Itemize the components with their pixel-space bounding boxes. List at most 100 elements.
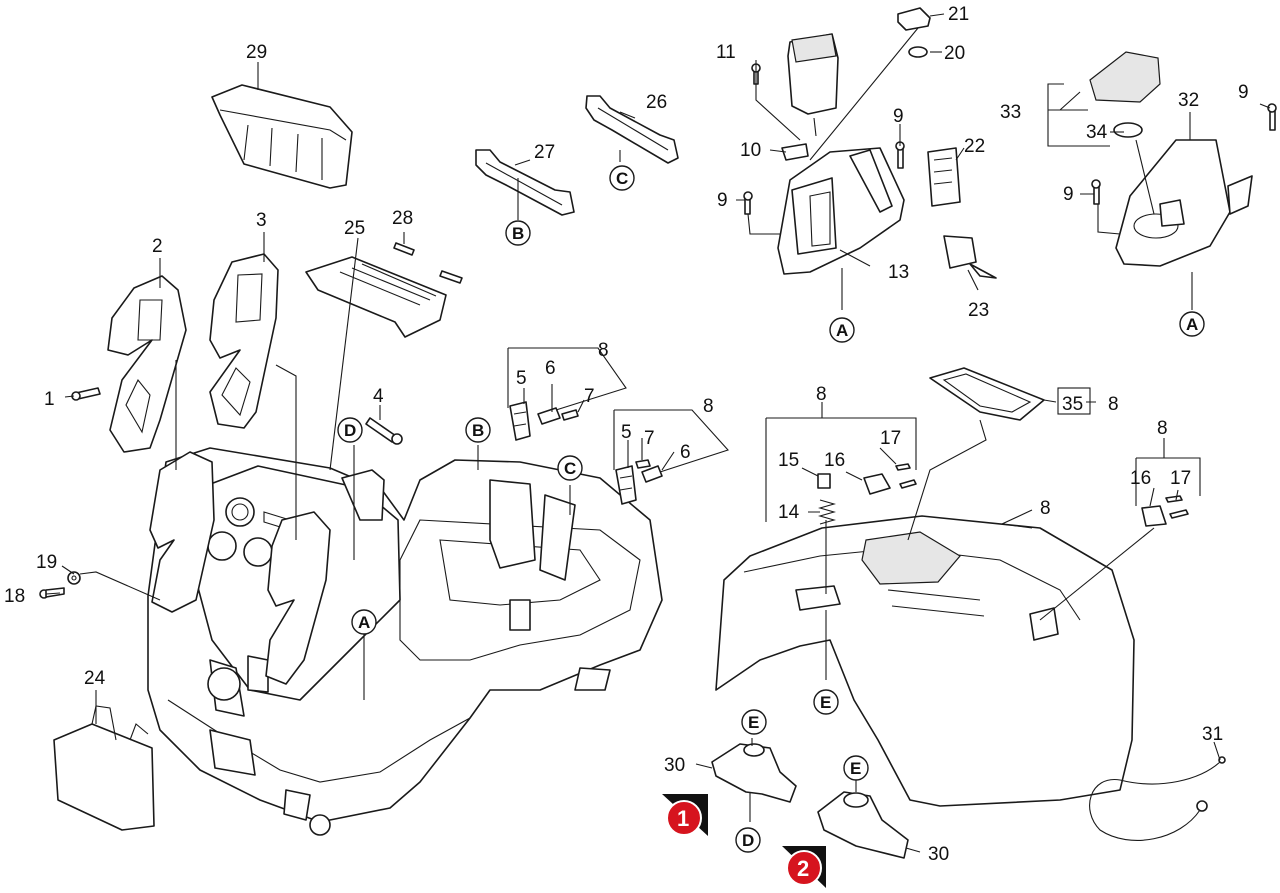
part-screw-18 xyxy=(39,587,65,599)
callout-35-boxed: 35 xyxy=(1057,387,1091,415)
variant-badge-2-label: 2 xyxy=(797,856,809,881)
callout-8-hood: 8 xyxy=(816,384,827,405)
variant-badge-2: 2 xyxy=(782,846,826,888)
part-oring-20 xyxy=(908,46,928,58)
callout-7-lower: 7 xyxy=(644,428,655,449)
part-cap-33 xyxy=(1089,51,1161,103)
callout-17-b: 17 xyxy=(1170,468,1191,489)
part-seal-10 xyxy=(781,143,809,161)
part-detergent-holder xyxy=(777,147,905,275)
callout-23: 23 xyxy=(968,300,989,321)
callout-32: 32 xyxy=(1178,90,1199,111)
callout-21: 21 xyxy=(948,4,969,25)
svg-text:C: C xyxy=(616,169,628,188)
ref-marker-a-chassis: A xyxy=(351,609,377,635)
variant-badge-1-circle xyxy=(666,800,702,836)
svg-text:A: A xyxy=(1186,315,1198,334)
part-storage-tray xyxy=(211,84,353,189)
callout-20: 20 xyxy=(944,43,965,64)
part-screws-17 xyxy=(895,463,1189,519)
callout-14: 14 xyxy=(778,502,800,523)
callout-19: 19 xyxy=(36,552,57,573)
callout-11: 11 xyxy=(716,42,736,63)
part-handle-left xyxy=(107,275,187,453)
callout-35: 35 xyxy=(1062,394,1083,415)
part-fitting-6a xyxy=(537,407,579,425)
part-cap-21 xyxy=(897,7,931,31)
svg-text:E: E xyxy=(850,759,861,778)
callout-22: 22 xyxy=(964,136,985,157)
part-screw-9c xyxy=(1267,103,1277,131)
callout-29: 29 xyxy=(246,42,267,63)
callout-15: 15 xyxy=(778,450,799,471)
svg-text:C: C xyxy=(564,459,576,478)
callout-31: 31 xyxy=(1202,724,1223,745)
callout-7-upper: 7 xyxy=(584,386,595,407)
callout-30-a: 30 xyxy=(664,755,685,776)
ref-marker-e-hood: E xyxy=(813,689,839,715)
part-battery-box xyxy=(53,705,155,831)
callout-8-mat: 8 xyxy=(1108,394,1119,415)
part-clip-5a xyxy=(509,401,531,441)
part-cover-hood xyxy=(715,515,1135,807)
part-handle-right xyxy=(209,253,279,429)
ref-marker-c-chassis: C xyxy=(557,455,583,481)
svg-text:D: D xyxy=(344,421,356,440)
ref-marker-d-lever: D xyxy=(735,827,761,853)
part-label-22 xyxy=(927,147,961,207)
ref-marker-e-lever-2: E xyxy=(843,755,869,781)
callout-6-upper: 6 xyxy=(545,358,556,379)
part-bracket-b xyxy=(475,149,575,216)
callout-26: 26 xyxy=(646,92,667,113)
callout-5-upper: 5 xyxy=(516,368,527,389)
callout-33: 33 xyxy=(1000,102,1021,123)
part-screw-9d xyxy=(1091,179,1101,205)
part-detergent-holder-2 xyxy=(1115,139,1253,267)
callout-18: 18 xyxy=(4,586,25,607)
ref-marker-b-chassis: B xyxy=(465,417,491,443)
callout-8-upper: 8 xyxy=(598,340,609,361)
callout-9-d: 9 xyxy=(1063,184,1074,205)
callout-13: 13 xyxy=(888,262,909,283)
callout-27: 27 xyxy=(534,142,555,163)
part-fitting-6b xyxy=(635,459,663,483)
part-lever-30b xyxy=(817,791,909,859)
part-pins xyxy=(393,242,463,284)
part-mounted-handles xyxy=(149,451,385,685)
svg-text:D: D xyxy=(742,831,754,850)
part-screw-1 xyxy=(71,387,101,401)
callout-25: 25 xyxy=(344,218,365,239)
callout-16-b: 16 xyxy=(1130,468,1151,489)
part-clip-5b xyxy=(615,465,637,505)
part-spring-14 xyxy=(817,499,837,525)
svg-text:E: E xyxy=(820,693,831,712)
callout-labels: 1 2 3 4 5 6 7 8 5 7 6 8 8 8 8 8 9 9 9 9 … xyxy=(4,4,1249,865)
part-lid xyxy=(305,256,447,338)
part-bolt-4 xyxy=(365,417,403,445)
callout-8-side: 8 xyxy=(1040,498,1051,519)
variant-badge-1-label: 1 xyxy=(677,806,689,831)
callout-5-lower: 5 xyxy=(621,422,632,443)
callout-30-b: 30 xyxy=(928,844,949,865)
leader-lines xyxy=(45,13,1271,853)
callout-6-lower: 6 xyxy=(680,442,691,463)
ref-marker-b-bracket: B xyxy=(505,220,531,246)
callout-9-c: 9 xyxy=(1238,82,1249,103)
part-mat-35 xyxy=(929,367,1045,421)
part-bottle xyxy=(787,33,839,115)
callout-17-a: 17 xyxy=(880,428,901,449)
callout-9-a: 9 xyxy=(893,106,904,127)
callout-4: 4 xyxy=(373,386,384,407)
part-bracket-c xyxy=(585,95,679,164)
part-clip-23 xyxy=(943,235,997,279)
callout-8-latch: 8 xyxy=(1157,418,1168,439)
variant-badge-1: 1 xyxy=(662,794,708,836)
part-screw-9b xyxy=(743,191,753,215)
ref-marker-e-lever-1: E xyxy=(741,709,767,735)
ref-marker-c-bracket: C xyxy=(609,165,635,191)
callout-8-lower: 8 xyxy=(703,396,714,417)
part-washer-19 xyxy=(67,571,81,585)
ref-marker-a-holder-2: A xyxy=(1179,311,1205,337)
part-lever-30a xyxy=(711,743,797,803)
